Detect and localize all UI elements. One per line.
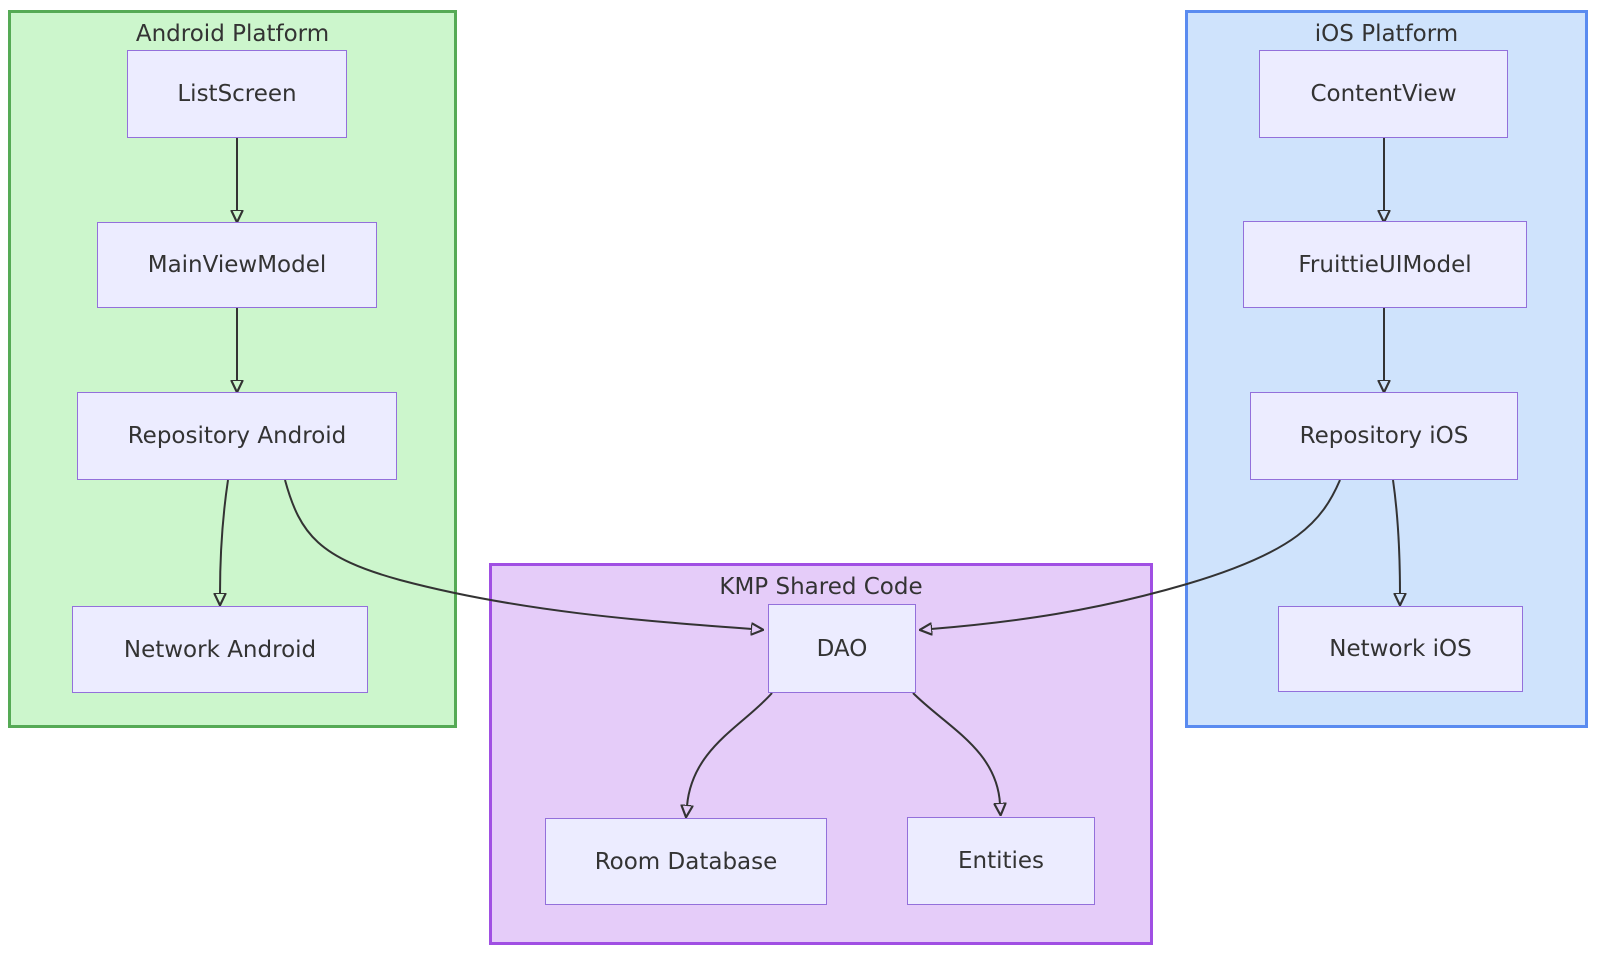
node-room-database: Room Database [545,818,827,905]
node-contentview: ContentView [1259,50,1508,138]
node-dao-label: DAO [816,635,868,662]
node-network-ios-label: Network iOS [1329,636,1472,662]
group-title-ios-platform: iOS Platform [1314,21,1459,47]
node-fruittieuimodel: FruittieUIModel [1243,221,1527,308]
node-fruittieuimodel-label: FruittieUIModel [1298,251,1472,278]
node-entities-label: Entities [957,848,1045,874]
node-repository-android: Repository Android [77,392,397,480]
node-entities: Entities [907,817,1095,905]
node-mainviewmodel: MainViewModel [97,222,377,308]
node-mainviewmodel-label: MainViewModel [147,252,327,278]
node-network-android: Network Android [72,606,368,693]
node-contentview-label: ContentView [1310,81,1457,107]
node-listscreen: ListScreen [127,50,347,138]
node-repository-android-label: Repository Android [127,423,347,449]
node-dao: DAO [768,604,916,693]
group-title-android-platform: Android Platform [135,21,330,47]
node-network-ios: Network iOS [1278,606,1523,692]
group-title-kmp-shared-code: KMP Shared Code [719,574,923,600]
node-repository-ios: Repository iOS [1250,392,1518,480]
node-listscreen-label: ListScreen [177,81,297,107]
node-room-database-label: Room Database [594,848,778,875]
node-network-android-label: Network Android [123,636,317,663]
node-repository-ios-label: Repository iOS [1299,423,1469,449]
